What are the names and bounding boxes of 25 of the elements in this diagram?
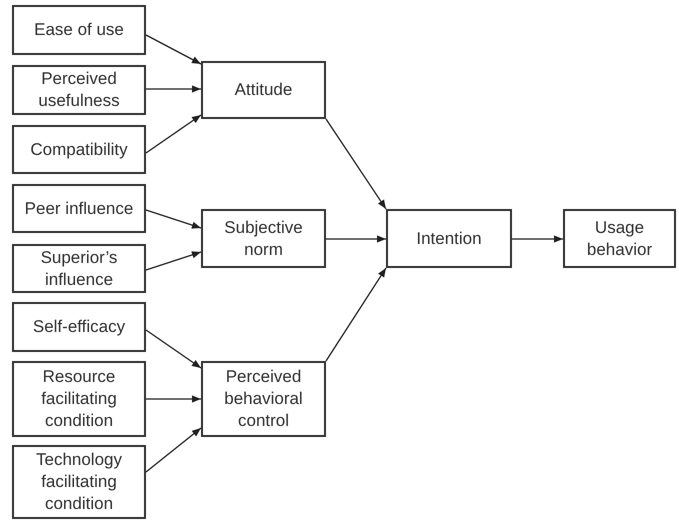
arrow [146, 85, 201, 93]
process-box: Perceived usefulness [12, 65, 146, 115]
process-box: Usage behavior [563, 209, 676, 268]
arrow [146, 428, 202, 472]
process-box: Superior’s influence [12, 244, 146, 293]
arrow [512, 235, 563, 243]
process-box: Self-efficacy [12, 302, 146, 352]
process-box: Subjective norm [201, 209, 326, 268]
process-box: Peer influence [12, 184, 146, 233]
arrow [146, 209, 202, 229]
process-box: Ease of use [12, 5, 146, 55]
arrow [146, 395, 201, 403]
arrow [326, 235, 386, 243]
arrow [146, 114, 202, 154]
process-box: Resource facilitating condition [12, 361, 146, 437]
arrow [146, 34, 202, 65]
process-box: Compatibility [12, 125, 146, 174]
arrow [325, 118, 387, 210]
process-box: Perceived behavioral control [201, 361, 326, 437]
process-box: Intention [386, 209, 512, 268]
arrow [325, 268, 387, 362]
arrow [146, 251, 202, 271]
process-box: Attitude [201, 61, 326, 119]
process-box: Technology facilitating condition [12, 445, 146, 519]
arrow [146, 329, 202, 369]
